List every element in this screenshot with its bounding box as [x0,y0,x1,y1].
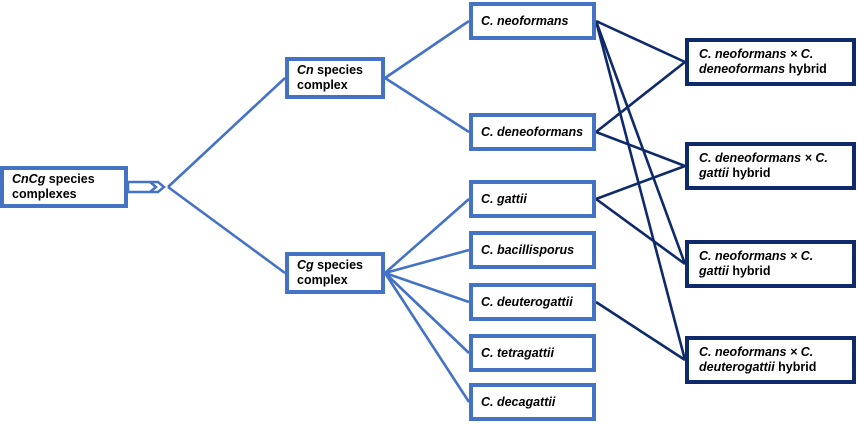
node-c-deneoformans: C. deneoformans [469,113,596,151]
edge-root-to-cg_complex [167,185,286,275]
edge-cg_complex-to-decagattii [383,272,471,403]
node-c-tetragattii: C. tetragattii [469,334,596,372]
node-c-decagattii: C. decagattii [469,383,596,421]
node-cg-species-complex: Cg species complex [285,252,385,294]
edge-deneoformans-to-hyb_neo_deneo [595,60,686,134]
node-cncg-species-complexes: CnCg species complexes [0,166,128,208]
edge-neoformans-to-hyb_neo_deneo [595,19,686,64]
edge-cn_complex-to-deneoformans [384,76,470,134]
edge-cg_complex-to-tetragattii [384,272,470,354]
edge-deuterogattii-to-hyb_neo_deut [595,300,686,362]
edge-cg_complex-to-bacillisporus [384,248,470,275]
node-c-gattii: C. gattii [469,180,596,218]
node-c-bacillisporus: C. bacillisporus [469,231,596,269]
edge-neoformans-to-hyb_neo_deut [594,20,687,361]
node-hybrid-neoformans-deuterogattii: C. neoformans × C. deuterogattii hybrid [685,336,856,384]
node-cn-species-complex: Cn species complex [285,57,385,99]
edge-root-to-cn_complex [167,77,286,188]
root-connector-arrow [126,180,166,194]
node-hybrid-deneoformans-gattii: C. deneoformans × C. gattii hybrid [685,142,856,190]
edge-deneoformans-to-hyb_deneo_gat [595,130,686,168]
node-c-neoformans: C. neoformans [469,2,596,40]
node-hybrid-neoformans-gattii: C. neoformans × C. gattii hybrid [685,240,856,288]
edge-cg_complex-to-gattii [384,198,470,274]
node-hybrid-neoformans-deneoformans: C. neoformans × C. deneoformans hybrid [685,38,856,86]
edge-gattii-to-hyb_deneo_gat [595,164,686,201]
node-c-deuterogattii: C. deuterogattii [469,283,596,321]
edge-cn_complex-to-neoformans [384,19,470,80]
edge-neoformans-to-hyb_neo_gat [594,20,687,265]
edge-gattii-to-hyb_neo_gat [595,197,686,266]
edge-cg_complex-to-deuterogattii [384,271,470,304]
